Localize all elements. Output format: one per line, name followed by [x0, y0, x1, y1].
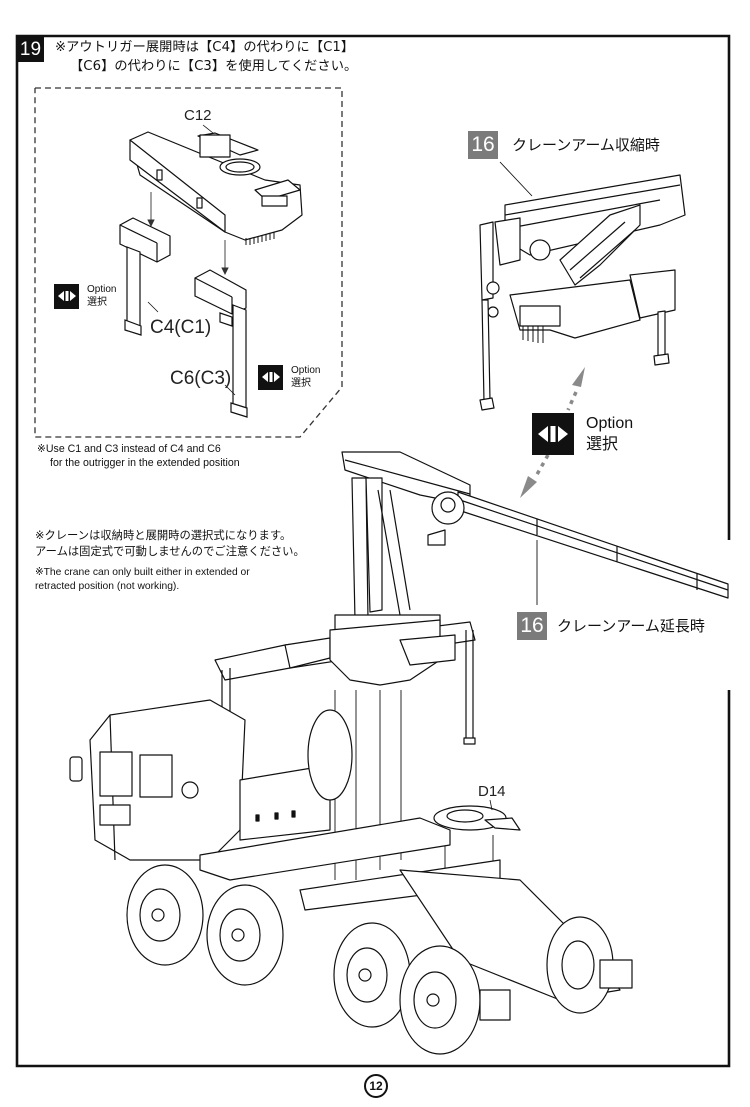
retracted-crane-drawing: [479, 161, 686, 411]
option-label: Option: [87, 284, 117, 295]
option-label: Option: [291, 365, 321, 376]
wheel: [333, 922, 411, 1028]
option-note-en-line1: ※Use C1 and C3 instead of C4 and C6: [37, 443, 221, 455]
wheel: [126, 864, 204, 966]
crane-note-en-line2: retracted position (not working).: [35, 581, 180, 592]
reference-caption-extended: クレーンアーム延長時: [557, 617, 705, 635]
reference-step-badge-retracted: 16: [468, 131, 498, 159]
part-label-d14: D14: [478, 783, 506, 800]
step-instruction-line2: 【C6】の代わりに【C3】を使用してください。: [70, 59, 358, 74]
option-badge-rear-leg: Option 選択: [258, 364, 320, 390]
part-c6-drawing: [194, 269, 248, 418]
reference-step-badge-extended: 16: [517, 612, 547, 640]
page-frame: [15, 34, 731, 1068]
crane-note-en-line1: ※The crane can only built either in exte…: [35, 567, 250, 578]
option-sub-label: 選択: [87, 297, 107, 308]
swap-option-icon: [54, 283, 79, 309]
outrigger-assembly-drawing: [214, 619, 494, 900]
wheel: [399, 945, 481, 1055]
option-dashed-box: [34, 87, 343, 438]
crane-note-jp-line2: アームは固定式で可動しませんのでご注意ください。: [35, 545, 305, 558]
part-label-c4: C4(C1): [150, 317, 212, 338]
option-label: Option: [586, 415, 634, 432]
part-c12-drawing: [129, 124, 303, 245]
step-number-badge: 19: [17, 37, 44, 62]
truck-drawing: [69, 699, 633, 1055]
option-swap-arrow: [520, 367, 585, 498]
part-label-c12: C12: [184, 107, 212, 124]
wheel: [546, 916, 614, 1014]
swap-option-icon: [258, 364, 283, 390]
option-note-en-line2: for the outrigger in the extended positi…: [50, 457, 240, 469]
part-c4-drawing: [119, 217, 171, 336]
reference-caption-retracted: クレーンアーム収縮時: [512, 136, 660, 154]
crane-note-jp-line1: ※クレーンは収納時と展開時の選択式になります。: [35, 529, 292, 542]
swap-option-icon: [532, 413, 574, 455]
step-instruction-line1: ※アウトリガー展開時は【C4】の代わりに【C1】: [55, 40, 355, 55]
option-sub-label: 選択: [291, 378, 311, 389]
option-badge-crane: Option 選択: [532, 413, 633, 455]
wheel: [206, 884, 284, 986]
option-sub-label: 選択: [586, 436, 619, 453]
part-label-c6: C6(C3): [170, 368, 232, 389]
option-badge-front-leg: Option 選択: [54, 283, 116, 309]
page-number: 12: [364, 1074, 388, 1098]
